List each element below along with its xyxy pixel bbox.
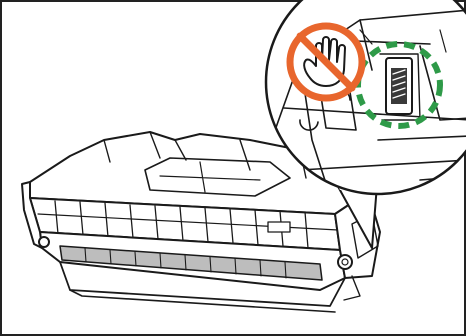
no-touch-hand-icon bbox=[290, 26, 362, 98]
front-clip bbox=[268, 222, 290, 232]
